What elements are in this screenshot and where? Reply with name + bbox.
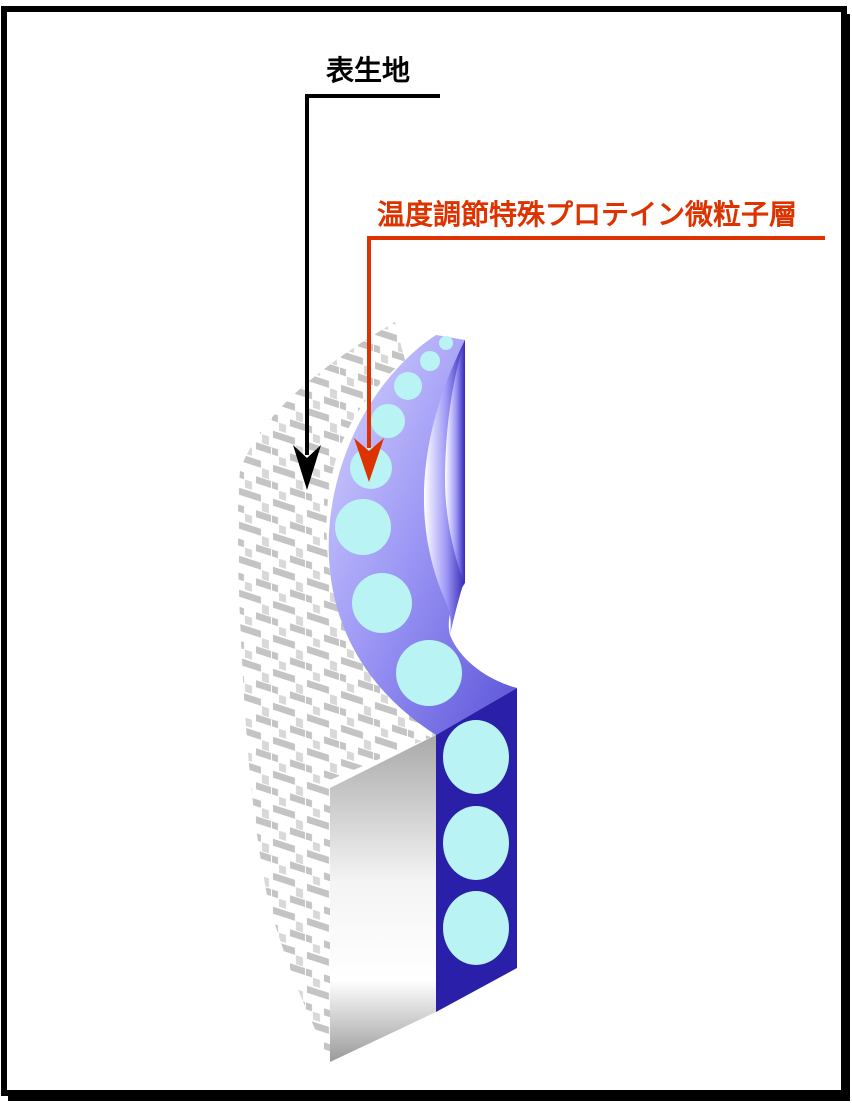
particles-face <box>443 720 509 965</box>
protein-layer-inner-face <box>445 340 465 585</box>
arrow-down-icon <box>293 445 321 490</box>
protein-layer-arrow <box>354 236 825 482</box>
fabric-side-face <box>330 735 436 1062</box>
particles-curve <box>335 336 462 706</box>
protein-layer-curve <box>328 335 517 735</box>
surface-fabric-label: 表生地 <box>326 54 410 87</box>
arrow-line <box>367 236 825 448</box>
arrow-down-icon <box>354 438 384 482</box>
protein-layer-label: 温度調節特殊プロテイン微粒子層 <box>377 198 797 231</box>
surface-fabric-body <box>237 322 436 1062</box>
surface-fabric-arrow <box>293 94 440 490</box>
arrow-line <box>305 94 440 455</box>
